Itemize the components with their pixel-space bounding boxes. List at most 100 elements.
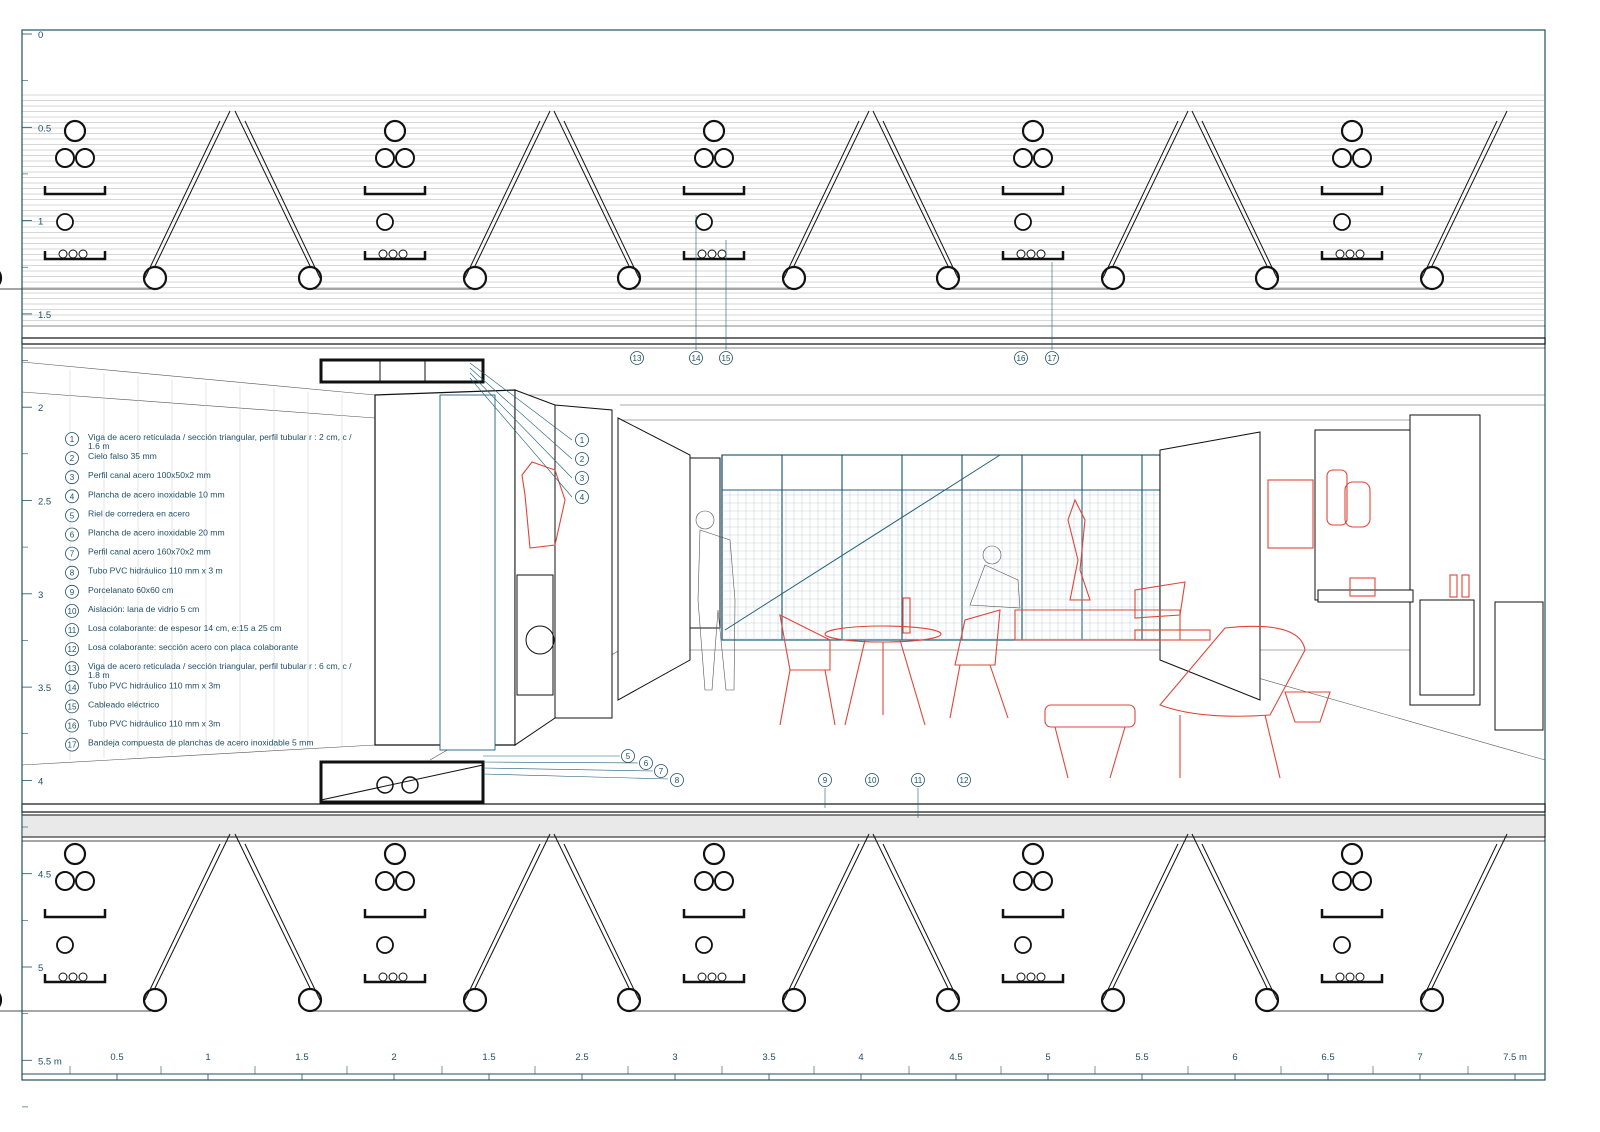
v-scale-label: 1 — [38, 217, 43, 228]
v-scale-label: 1.5 — [38, 310, 51, 321]
truss-bottom-2 — [234, 833, 551, 1013]
person-standing — [695, 510, 736, 691]
v-scale-label: 5.5 m — [38, 1056, 62, 1067]
h-scale-label: 4 — [858, 1052, 863, 1063]
callout-number: 9 — [823, 776, 828, 785]
h-scale-label: 5 — [1045, 1052, 1050, 1063]
callout-number: 11 — [914, 776, 923, 785]
legend-text: Losa colaborante: de espesor 14 cm, e:15… — [88, 623, 281, 633]
legend-number: 9 — [70, 588, 75, 597]
callout-5: 5 — [621, 749, 635, 763]
callout-number: 15 — [722, 354, 731, 363]
legend-text: Viga de acero reticulada / sección trian… — [88, 432, 352, 442]
legend-text: Losa colaborante: sección acero con plac… — [88, 642, 298, 652]
callout-number: 10 — [868, 776, 877, 785]
kitchen-wall — [1159, 431, 1261, 701]
legend-text: Cielo falso 35 mm — [88, 451, 157, 461]
h-scale-label: 6.5 — [1321, 1052, 1334, 1063]
callout-number: 12 — [960, 776, 969, 785]
callout-number: 8 — [675, 776, 680, 785]
legend-number: 1 — [70, 435, 75, 444]
h-scale-label: 0.5 — [110, 1052, 123, 1063]
legend-text: Perfil canal acero 160x70x2 mm — [88, 547, 211, 557]
callout-4: 4 — [575, 490, 589, 504]
legend-number: 12 — [68, 645, 77, 654]
legend-number: 7 — [70, 550, 75, 559]
v-scale-label: 3.5 — [38, 683, 51, 694]
legend-text: Riel de corredera en acero — [88, 508, 190, 518]
callout-11: 11 — [911, 773, 925, 787]
h-scale-label: 1 — [205, 1052, 210, 1063]
glass-facade — [721, 454, 1161, 641]
ceiling-duct-box — [319, 358, 485, 384]
h-scale-label: 1.5 — [295, 1052, 308, 1063]
legend-item: 10 Aislación: lana de vidrio 5 cm — [65, 604, 199, 618]
callout-number: 6 — [644, 759, 649, 768]
callout-8: 8 — [670, 773, 684, 787]
callout-6: 6 — [639, 756, 653, 770]
v-scale-label: 4.5 — [38, 870, 51, 881]
truss-top-4 — [872, 110, 1189, 291]
h-scale-label: 2.5 — [575, 1052, 588, 1063]
truss-bottom-5 — [1191, 833, 1508, 1013]
legend-number: 10 — [68, 607, 77, 616]
legend-number: 6 — [70, 531, 75, 540]
callout-number: 1 — [580, 436, 585, 445]
leader-lines — [469, 215, 1053, 818]
legend-number: 17 — [68, 741, 77, 750]
callout-3: 3 — [575, 471, 589, 485]
callout-9: 9 — [818, 773, 832, 787]
legend-number: 16 — [68, 722, 77, 731]
legend-text-cont: 1.8 m — [88, 670, 110, 680]
trusses-top — [0, 110, 1508, 291]
truss-top-5 — [1191, 110, 1508, 291]
vertical-scale: 00.511.522.533.544.555.5 m — [21, 30, 62, 1108]
legend-text: Viga de acero reticulada / sección trian… — [88, 661, 352, 671]
legend-text: Tubo PVC hidráulico 110 mm x 3 m — [88, 566, 223, 576]
h-scale-label: 4.5 — [949, 1052, 962, 1063]
legend-number: 13 — [68, 664, 77, 673]
v-scale-label: 2 — [38, 403, 43, 414]
callout-12: 12 — [957, 773, 971, 787]
callout-15: 15 — [719, 351, 733, 365]
legend-number: 4 — [70, 492, 75, 501]
v-scale-label: 2.5 — [38, 497, 51, 508]
callout-number: 3 — [580, 474, 585, 483]
legend-text: Perfil canal acero 100x50x2 mm — [88, 470, 211, 480]
truss-top-3 — [553, 110, 870, 291]
callout-1: 1 — [575, 433, 589, 447]
v-scale-label: 0 — [38, 30, 43, 41]
callout-number: 5 — [626, 752, 631, 761]
h-scale-label: 7.5 m — [1503, 1052, 1527, 1063]
h-scale-label: 1.5 — [482, 1052, 495, 1063]
callout-10: 10 — [865, 773, 879, 787]
legend-text: Tubo PVC hidráulico 110 mm x 3m — [88, 680, 220, 690]
legend-text: Cableado eléctrico — [88, 699, 159, 709]
interior-perspective — [21, 358, 1546, 804]
legend-item: 8 Tubo PVC hidráulico 110 mm x 3 m — [65, 566, 223, 580]
legend-text: Plancha de acero inoxidable 10 mm — [88, 489, 225, 499]
legend-number: 5 — [70, 511, 75, 520]
callout-number: 17 — [1048, 354, 1057, 363]
v-scale-label: 0.5 — [38, 123, 51, 134]
floor-slab — [21, 803, 1546, 842]
callout-number: 4 — [580, 493, 585, 502]
legend-text-cont: 1.6 m — [88, 441, 110, 451]
legend-number: 15 — [68, 702, 77, 711]
h-scale-label: 6 — [1232, 1052, 1237, 1063]
callout-7: 7 — [654, 764, 668, 778]
legend-number: 8 — [70, 569, 75, 578]
callout-number: 16 — [1017, 354, 1026, 363]
legend-item: 15 Cableado eléctrico — [65, 699, 159, 714]
washing-machine — [516, 574, 554, 696]
truss-top-2 — [234, 110, 551, 291]
legend-text: Aislación: lana de vidrio 5 cm — [88, 604, 199, 614]
callout-2: 2 — [575, 452, 589, 466]
